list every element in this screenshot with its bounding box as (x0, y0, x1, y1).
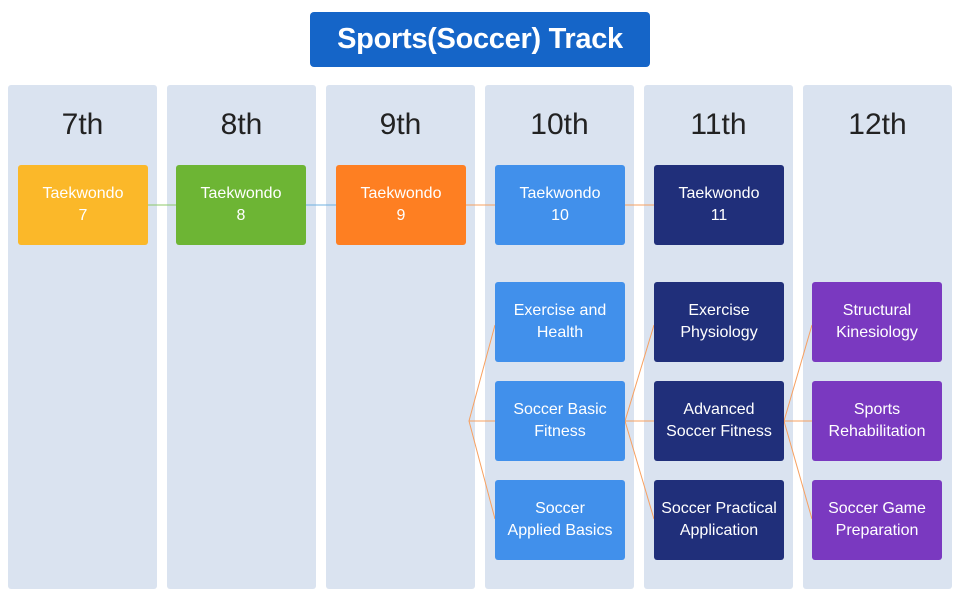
course-taekwondo-9-line2: 9 (396, 207, 406, 224)
course-structural-kinesiology-line2: Kinesiology (836, 324, 918, 341)
course-soccer-game-preparation-line1: Soccer Game (828, 500, 926, 517)
grade-header-11: 11th (690, 108, 747, 141)
course-sports-rehabilitation-line1: Sports (853, 401, 901, 418)
course-soccer-applied-basics: Soccer Applied Basics (495, 480, 625, 560)
course-exercise-and-health-line2: Health (536, 324, 584, 341)
course-soccer-basic-fitness: Soccer Basic Fitness (495, 381, 625, 461)
course-taekwondo-7-line2: 7 (78, 207, 88, 224)
course-advanced-soccer-fitness-line2: Soccer Fitness (666, 423, 772, 440)
course-soccer-basic-fitness-line2: Fitness (534, 423, 586, 440)
track-title: Sports(Soccer) Track (310, 12, 650, 67)
grade-header-10: 10th (530, 108, 589, 141)
course-exercise-physiology-line1: Exercise (688, 302, 750, 319)
course-taekwondo-8-line1: Taekwondo (200, 185, 282, 202)
course-advanced-soccer-fitness: Advanced Soccer Fitness (654, 381, 784, 461)
course-exercise-and-health-line1: Exercise and (513, 302, 607, 319)
course-taekwondo-10-line1: Taekwondo (519, 185, 601, 202)
course-taekwondo-9-line1: Taekwondo (360, 185, 442, 202)
course-taekwondo-8: Taekwondo 8 (176, 165, 306, 245)
grade-header-12: 12th (848, 108, 907, 141)
course-exercise-and-health: Exercise and Health (495, 282, 625, 362)
course-soccer-practical-application-line2: Application (679, 522, 759, 539)
course-sports-rehabilitation-line2: Rehabilitation (828, 423, 926, 440)
course-soccer-practical-application: Soccer Practical Application (654, 480, 784, 560)
grade-column-7: 7th (8, 85, 157, 589)
course-soccer-game-preparation: Soccer Game Preparation (812, 480, 942, 560)
grade-column-9: 9th (326, 85, 475, 589)
course-soccer-applied-basics-line2: Applied Basics (507, 522, 613, 539)
course-exercise-physiology-line2: Physiology (680, 324, 758, 341)
course-soccer-practical-application-line1: Soccer Practical (661, 500, 777, 517)
course-taekwondo-9: Taekwondo 9 (336, 165, 466, 245)
course-taekwondo-10-line2: 10 (551, 207, 569, 224)
course-soccer-game-preparation-line2: Preparation (835, 522, 919, 539)
course-advanced-soccer-fitness-line1: Advanced (683, 401, 755, 418)
grade-header-9: 9th (379, 108, 422, 141)
course-taekwondo-11: Taekwondo 11 (654, 165, 784, 245)
course-taekwondo-11-line2: 11 (710, 207, 728, 224)
grade-header-8: 8th (220, 108, 263, 141)
course-taekwondo-10: Taekwondo 10 (495, 165, 625, 245)
course-taekwondo-7: Taekwondo 7 (18, 165, 148, 245)
grade-header-7: 7th (61, 108, 104, 141)
course-taekwondo-11-line1: Taekwondo (678, 185, 760, 202)
course-structural-kinesiology: Structural Kinesiology (812, 282, 942, 362)
course-exercise-physiology: Exercise Physiology (654, 282, 784, 362)
course-sports-rehabilitation: Sports Rehabilitation (812, 381, 942, 461)
grade-column-8: 8th (167, 85, 316, 589)
course-structural-kinesiology-line1: Structural (842, 302, 912, 319)
course-taekwondo-7-line1: Taekwondo (42, 185, 124, 202)
course-taekwondo-8-line2: 8 (236, 207, 246, 224)
course-soccer-applied-basics-line1: Soccer (535, 500, 585, 517)
course-soccer-basic-fitness-line1: Soccer Basic (513, 401, 607, 418)
